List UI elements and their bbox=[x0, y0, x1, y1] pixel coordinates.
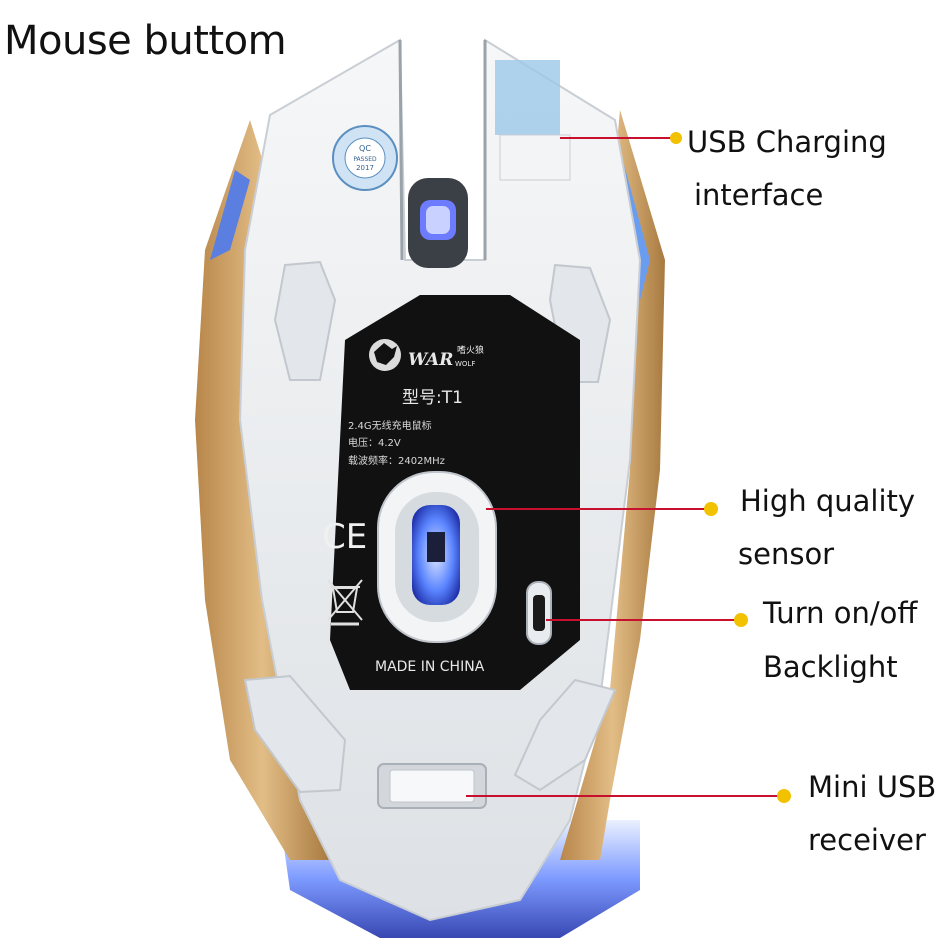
weee-bin-icon bbox=[327, 579, 363, 626]
foot-pad-top-left bbox=[273, 260, 337, 381]
callout-usb-line1: USB Charging bbox=[687, 125, 887, 159]
callout-usb-line2: interface bbox=[694, 178, 824, 212]
spec-line-1: 2.4G无线充电鼠标 bbox=[348, 419, 432, 432]
warwolf-logo bbox=[369, 339, 401, 371]
model-number: 型号:T1 bbox=[402, 388, 463, 408]
qc-sticker: QC PASSED 2017 bbox=[332, 125, 398, 191]
made-in-label: MADE IN CHINA bbox=[375, 659, 485, 675]
spec-line-2: 电压：4.2V bbox=[348, 436, 401, 449]
usb-charging-port bbox=[495, 60, 560, 135]
callout-sensor bbox=[486, 502, 718, 516]
optical-sensor bbox=[377, 471, 497, 643]
receiver-slot bbox=[377, 763, 487, 809]
callout-backlight-line2: Backlight bbox=[763, 650, 898, 684]
callout-receiver bbox=[466, 789, 791, 803]
left-button-edge bbox=[398, 39, 404, 261]
callout-receiver-line1: Mini USB bbox=[808, 770, 937, 804]
callout-receiver-line2: receiver bbox=[808, 823, 926, 857]
qc-top: QC bbox=[359, 144, 371, 153]
qc-year: 2017 bbox=[356, 164, 374, 172]
backlight-switch bbox=[526, 581, 552, 645]
ce-mark: CE bbox=[322, 517, 367, 557]
foot-pad-bottom-left bbox=[243, 674, 347, 794]
callout-backlight-line1: Turn on/off bbox=[763, 596, 918, 630]
foot-pad-bottom-right bbox=[513, 678, 617, 792]
qc-middle: PASSED bbox=[353, 156, 377, 163]
brand-name: WAR bbox=[408, 350, 453, 370]
brand-sub: WOLF bbox=[455, 360, 475, 368]
callout-backlight bbox=[546, 613, 748, 627]
left-blue-accent bbox=[210, 170, 250, 260]
callout-usb-charging bbox=[560, 132, 682, 144]
image-title: Mouse buttom bbox=[4, 18, 287, 64]
callout-sensor-line1: High quality bbox=[740, 484, 916, 518]
spec-line-3: 载波频率：2402MHz bbox=[348, 454, 445, 467]
brand-chinese: 嗜火狼 bbox=[457, 344, 484, 356]
callout-sensor-line2: sensor bbox=[738, 537, 835, 571]
